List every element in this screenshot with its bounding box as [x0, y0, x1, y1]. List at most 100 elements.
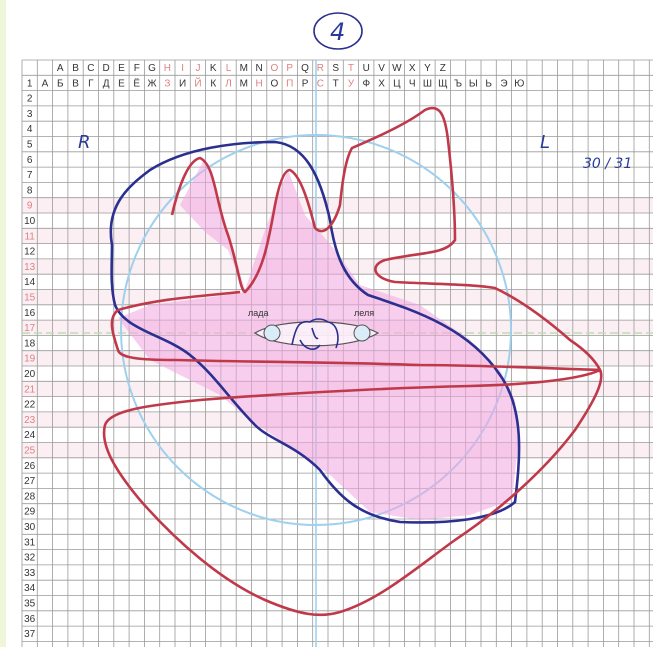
side-label-right: L: [540, 132, 550, 153]
cyrillic-col-header: Р: [302, 78, 309, 89]
cyrillic-col-header: Н: [256, 78, 263, 89]
row-number: 18: [24, 338, 36, 349]
cyrillic-col-header: Ь: [485, 78, 492, 89]
row-number: 37: [24, 629, 36, 640]
latin-col-header: J: [195, 63, 200, 74]
row-number: 7: [27, 170, 33, 181]
latin-col-header: D: [103, 63, 110, 74]
page-number-group: 4: [314, 13, 362, 49]
row-number: 15: [24, 293, 36, 304]
row-number: 25: [24, 446, 36, 457]
latin-col-header: L: [226, 63, 232, 74]
left-eye-circle: [264, 325, 280, 341]
latin-col-header: W: [392, 63, 402, 74]
latin-col-header: F: [134, 63, 140, 74]
cyrillic-col-header: М: [240, 78, 248, 89]
row-number: 34: [24, 583, 36, 594]
cyrillic-col-header: Д: [103, 78, 110, 89]
latin-col-header: E: [118, 63, 125, 74]
cyrillic-col-header: З: [164, 78, 170, 89]
row-number: 2: [27, 94, 33, 105]
cyrillic-col-header: Ы: [469, 78, 478, 89]
row-number: 33: [24, 568, 36, 579]
cyrillic-col-header: П: [286, 78, 293, 89]
row-number: 16: [24, 308, 36, 319]
latin-col-header: A: [57, 63, 64, 74]
cyrillic-col-header: Б: [57, 78, 64, 89]
latin-col-header: B: [72, 63, 79, 74]
row-number: 20: [24, 369, 36, 380]
cyrillic-col-header: Ч: [409, 78, 416, 89]
latin-col-header: V: [378, 63, 385, 74]
row-number: 8: [27, 185, 33, 196]
cyrillic-col-header: О: [271, 78, 279, 89]
latin-col-header: H: [164, 63, 171, 74]
latin-col-header: X: [409, 63, 416, 74]
row-number: 36: [24, 614, 36, 625]
page-number: 4: [330, 18, 345, 46]
row-number: 32: [24, 553, 36, 564]
label-left: лада: [248, 308, 269, 318]
cyrillic-col-header: С: [317, 78, 324, 89]
latin-col-header: K: [210, 63, 217, 74]
cyrillic-col-header: У: [348, 78, 355, 89]
row-number: 21: [24, 384, 36, 395]
latin-col-header: R: [317, 63, 324, 74]
row-number: 4: [27, 124, 33, 135]
latin-col-header: Y: [424, 63, 431, 74]
row-number: 11: [24, 231, 35, 242]
cyrillic-col-header: Л: [225, 78, 232, 89]
latin-col-header: U: [363, 63, 370, 74]
row-number: 28: [24, 491, 36, 502]
row-numbers: 1234567891011121314151617181920212223242…: [24, 78, 36, 640]
row-number: 22: [24, 400, 36, 411]
row-number: 5: [27, 140, 33, 151]
cyrillic-col-header: Э: [500, 78, 507, 89]
cyrillic-col-header: В: [72, 78, 79, 89]
cyrillic-col-header: И: [179, 78, 186, 89]
row-number: 23: [24, 415, 36, 426]
latin-col-header: P: [286, 63, 293, 74]
latin-col-header: C: [87, 63, 94, 74]
row-number: 19: [24, 354, 36, 365]
row-number: 3: [27, 109, 33, 120]
latin-col-header: S: [332, 63, 339, 74]
right-eye-circle: [354, 325, 370, 341]
row-number: 27: [24, 476, 36, 487]
latin-col-header: T: [348, 63, 354, 74]
cyrillic-col-header: А: [42, 78, 49, 89]
cyrillic-col-header: Г: [88, 78, 94, 89]
row-number: 31: [24, 537, 36, 548]
cyrillic-col-header: Ш: [423, 78, 432, 89]
row-number: 12: [24, 247, 36, 258]
row-number: 1: [27, 78, 33, 89]
row-number: 10: [24, 216, 36, 227]
row-number: 24: [24, 430, 36, 441]
latin-col-header: N: [256, 63, 263, 74]
latin-col-header: Q: [301, 63, 309, 74]
row-number: 6: [27, 155, 33, 166]
latin-col-header: G: [148, 63, 156, 74]
row-number: 14: [24, 277, 36, 288]
cyrillic-col-header: Е: [118, 78, 125, 89]
latin-col-header: I: [181, 63, 184, 74]
cyrillic-col-header: Ф: [362, 78, 370, 89]
highlight-row: [22, 228, 653, 243]
row-number: 30: [24, 522, 36, 533]
cyrillic-col-header: Й: [194, 76, 201, 89]
row-number: 9: [27, 201, 33, 212]
row-number: 13: [24, 262, 36, 273]
latin-col-header: M: [240, 63, 248, 74]
cyrillic-col-header: Ц: [393, 78, 401, 89]
row-number: 35: [24, 599, 36, 610]
cyrillic-col-header: Щ: [438, 78, 447, 89]
label-right: леля: [354, 308, 374, 318]
cyrillic-col-header: Х: [378, 78, 385, 89]
latin-col-header: O: [271, 63, 279, 74]
row-number: 26: [24, 461, 36, 472]
cyrillic-col-header: Ё: [133, 77, 140, 89]
cyrillic-col-header: Т: [333, 78, 339, 89]
cyrillic-col-header: Ю: [514, 78, 524, 89]
latin-col-header: Z: [440, 63, 446, 74]
